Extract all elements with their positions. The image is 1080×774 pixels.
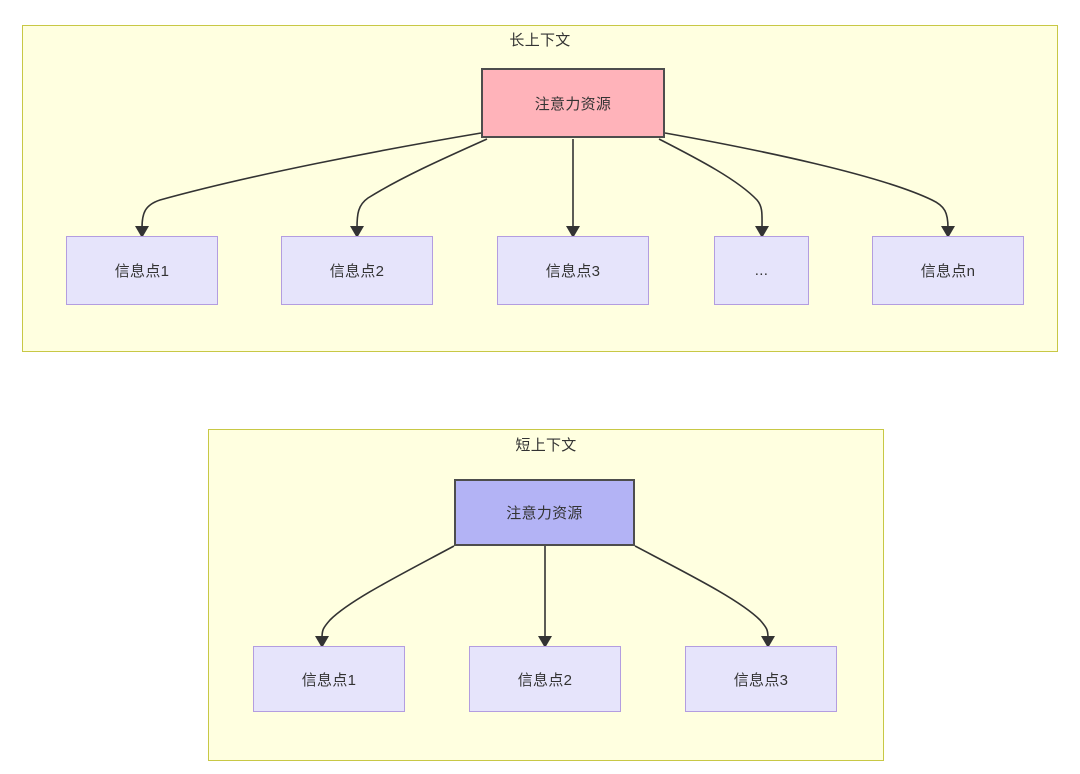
node-info-point-2-short[interactable]: 信息点2 <box>469 646 621 712</box>
node-info-point-1-short[interactable]: 信息点1 <box>253 646 405 712</box>
panel-title-short-context: 短上下文 <box>515 437 577 454</box>
node-info-point-2-long[interactable]: 信息点2 <box>281 236 433 305</box>
node-info-point-3-long[interactable]: 信息点3 <box>497 236 649 305</box>
node-info-point-ellipsis-long[interactable]: ... <box>714 236 809 305</box>
node-attention-resource-long[interactable]: 注意力资源 <box>481 68 665 138</box>
node-attention-resource-short[interactable]: 注意力资源 <box>454 479 635 546</box>
node-info-point-3-short[interactable]: 信息点3 <box>685 646 837 712</box>
node-info-point-1-long[interactable]: 信息点1 <box>66 236 218 305</box>
panel-title-long-context: 长上下文 <box>509 32 571 49</box>
node-info-point-n-long[interactable]: 信息点n <box>872 236 1024 305</box>
